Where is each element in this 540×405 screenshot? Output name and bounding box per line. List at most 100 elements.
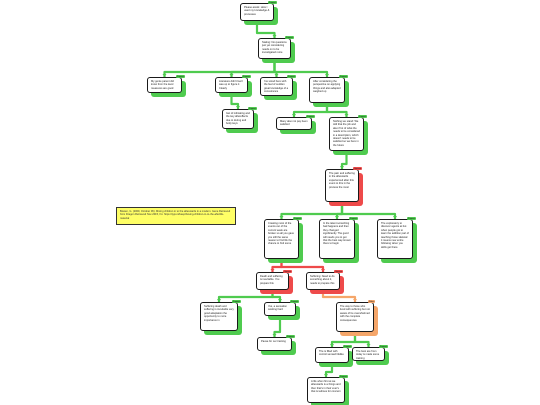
link-n14-n16 — [217, 290, 274, 302]
node-type-badge: Support — [232, 300, 242, 303]
node-text: The exploratory to discover agents at bu… — [381, 222, 409, 249]
node-text: Stating: No questions just yet consideri… — [262, 41, 287, 55]
link-n1-n2 — [255, 21, 276, 38]
node-text: Please assist: How I used my knowledge &… — [244, 6, 270, 16]
link-arrowhead — [270, 269, 275, 272]
citation-note: Bowen, G. (2009, October 06). Mixing chi… — [116, 207, 236, 225]
link-arrowhead — [229, 74, 234, 77]
link-arrowhead — [330, 344, 334, 347]
node-type-badge: Support — [268, 1, 278, 4]
link-arrowhead — [324, 374, 328, 377]
node-reason[interactable]: Suffering death and suffering is inevita… — [200, 302, 238, 331]
node-type-badge: Support — [407, 217, 417, 220]
node-type-badge: Support — [176, 75, 186, 78]
node-type-badge: Support — [290, 300, 300, 303]
node-text: Yes, a sensation working hard — [268, 305, 287, 312]
node-type-badge: Support — [293, 217, 303, 220]
link-n10-n11 — [280, 202, 344, 219]
link-arrowhead — [162, 74, 167, 77]
node-reason[interactable]: The is filled with control sensed lifeli… — [315, 347, 349, 363]
node-text: Get of indicating and the key aftereffec… — [226, 112, 250, 126]
node-text: Nothing we stand: We told that the job a… — [333, 120, 360, 147]
node-type-badge: Support — [339, 375, 349, 378]
node-reason[interactable]: A life when first at we afterwards is a … — [307, 377, 345, 403]
node-text: Suffering: Need to do something about it… — [310, 275, 335, 285]
node-type-badge: Support — [349, 217, 359, 220]
link-arrowhead — [217, 299, 221, 302]
link-n17-n18 — [273, 316, 282, 337]
node-objection[interactable]: The pain and suffering in the afterwards… — [325, 169, 359, 202]
node-reason[interactable]: In the talent something bad happens and … — [319, 219, 355, 259]
node-text: A life when first at we afterwards is a … — [311, 380, 341, 394]
node-reason[interactable]: Pause for our training — [257, 337, 292, 351]
node-main-contention[interactable]: Stating: No questions just yet consideri… — [258, 38, 291, 59]
node-type-badge: Support — [287, 75, 297, 78]
node-reason[interactable]: I've stood here with the feel of sudden … — [260, 77, 293, 96]
citation-text: Bowen, G. (2009, October 06). Mixing chi… — [120, 210, 231, 220]
link-arrowhead — [353, 299, 357, 302]
node-type-badge: Support — [343, 345, 353, 348]
node-reason[interactable]: Yes, a sensation working hard — [264, 302, 296, 316]
node-rebuttal[interactable]: The way to those who lived with sufferin… — [336, 302, 374, 332]
link-arrowhead — [236, 106, 240, 109]
node-text: Many also not pay been satisfied — [280, 120, 308, 127]
node-text: After considering the perspective on app… — [313, 80, 341, 94]
link-n11-n14 — [271, 259, 283, 272]
node-reason[interactable]: My genie parent did know from the level … — [147, 77, 182, 93]
node-reason[interactable]: Literature didn't feel I was up to figur… — [215, 77, 248, 93]
node-objection[interactable]: Death and suffering is inevitable. You p… — [256, 272, 289, 290]
node-reason[interactable]: After considering the perspective on app… — [309, 77, 345, 103]
link-arrowhead — [321, 269, 325, 272]
node-text: The is filled with control sensed lifeli… — [319, 350, 344, 357]
node-reason[interactable]: Creating most of the events out of the c… — [264, 219, 299, 259]
node-type-badge: Support — [339, 75, 349, 78]
link-n7-n9 — [325, 103, 348, 117]
link-n19-n21 — [353, 332, 370, 347]
link-arrowhead — [366, 344, 371, 347]
node-type-badge: Support — [248, 107, 258, 110]
node-reason[interactable]: Many also not pay been satisfied — [276, 117, 312, 130]
node-text: Literature didn't feel I was up to figur… — [219, 80, 244, 90]
node-text: Pause for our training — [261, 340, 286, 343]
node-reason[interactable]: The best are from today is made some tra… — [352, 347, 385, 361]
node-text: Suffering death and suffering is inevita… — [204, 305, 234, 322]
node-root-question[interactable]: Please assist: How I used my knowledge &… — [240, 3, 274, 21]
link-arrowhead — [272, 334, 277, 337]
node-text: Death and suffering is inevitable. You p… — [260, 275, 283, 285]
link-n15-n19 — [321, 290, 357, 302]
node-reason[interactable]: The exploratory to discover agents at bu… — [377, 219, 413, 259]
node-type-badge: Support — [358, 115, 368, 118]
node-reason[interactable]: Nothing we stand: We told that the job a… — [329, 117, 364, 151]
node-type-badge: Oppose — [283, 270, 293, 273]
node-text: In the talent something bad happens and … — [323, 222, 351, 246]
node-type-badge: Oppose — [353, 167, 363, 170]
node-text: The pain and suffering in the afterwards… — [329, 172, 355, 189]
link-arrowhead — [340, 166, 344, 169]
link-arrowhead — [279, 216, 284, 219]
node-text: The way to those who lived with sufferin… — [340, 305, 370, 322]
link-n2-n4 — [230, 59, 276, 77]
link-arrowhead — [274, 74, 279, 77]
node-reason[interactable]: Get of indicating and the key aftereffec… — [222, 109, 254, 129]
link-arrowhead — [335, 216, 339, 219]
link-arrowhead — [325, 74, 329, 77]
node-type-badge: Support — [306, 115, 316, 118]
node-type-badge: Support — [379, 345, 389, 348]
node-objection[interactable]: Suffering: Need to do something about it… — [306, 272, 340, 290]
link-arrowhead — [278, 299, 282, 302]
node-type-badge: Support — [285, 36, 295, 39]
link-n2-n7 — [273, 59, 329, 77]
node-text: Creating most of the events out of the c… — [268, 222, 294, 246]
link-arrowhead — [344, 114, 349, 117]
link-arrowhead — [292, 114, 296, 117]
node-type-badge: Rebut — [368, 300, 376, 303]
node-text: My genie parent did know from the level … — [151, 80, 174, 90]
link-arrowhead — [393, 216, 397, 219]
link-arrowhead — [272, 35, 277, 38]
node-type-badge: Support — [286, 335, 296, 338]
node-type-badge: Oppose — [334, 270, 344, 273]
node-type-badge: Support — [242, 75, 252, 78]
node-text: I've stood here with the feel of sudden … — [264, 80, 289, 94]
